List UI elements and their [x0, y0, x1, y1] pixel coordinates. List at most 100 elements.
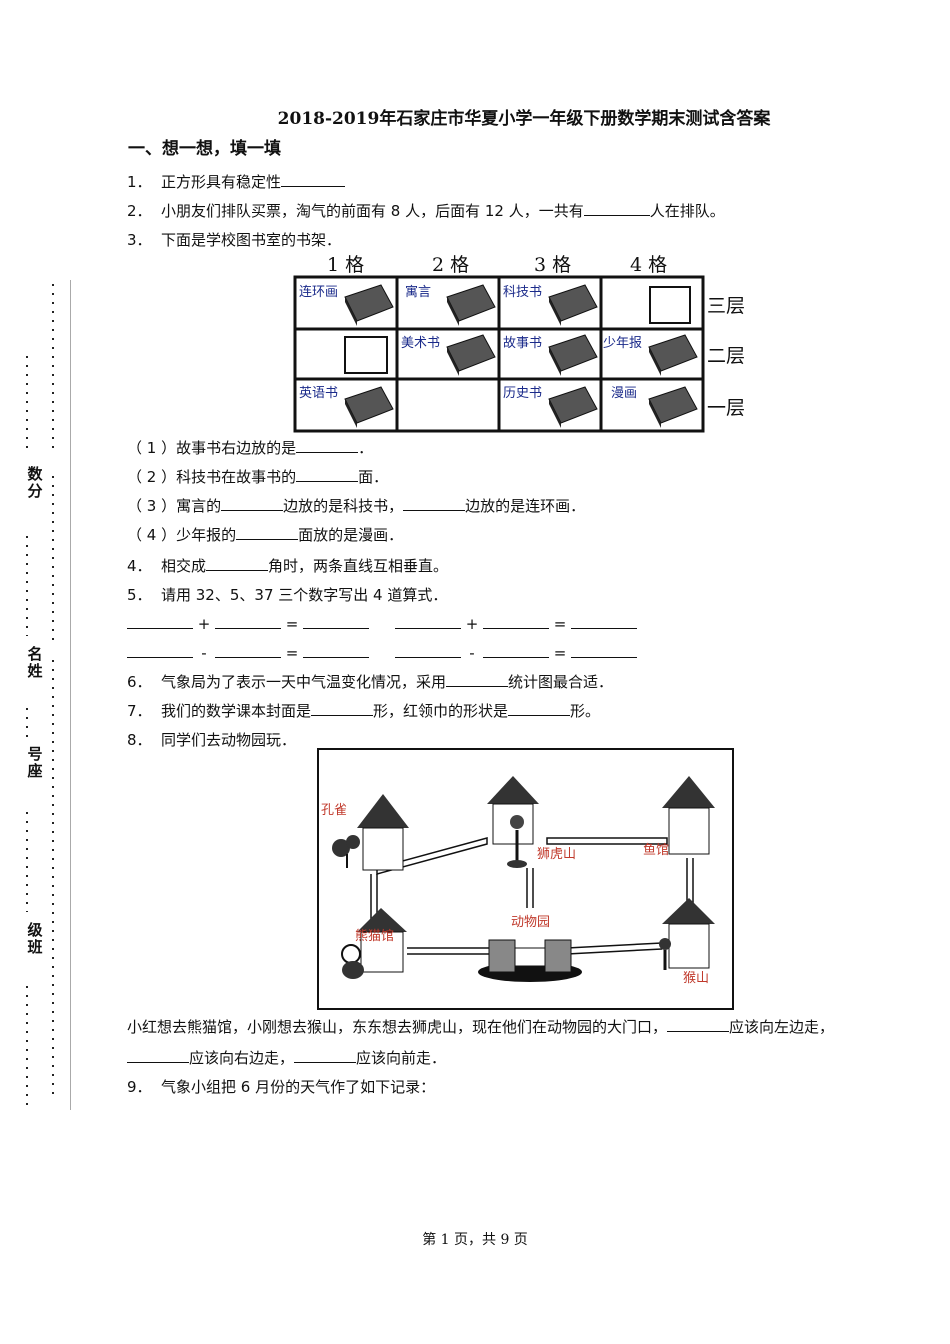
question-text: ．: [358, 439, 374, 457]
shelf-floor-1: 一层: [707, 397, 745, 419]
question-text: 相交成: [161, 557, 207, 575]
answer-blank[interactable]: [571, 614, 637, 629]
binding-field-score: 数分: [27, 465, 43, 500]
shelf-cell-label: 科技书: [503, 285, 542, 300]
zoo-label-lion-tiger: 狮虎山: [537, 847, 576, 862]
answer-blank[interactable]: [127, 643, 193, 658]
question-text: 应该向左边走，: [729, 1018, 835, 1036]
book-icon: [344, 386, 394, 428]
house-icon: [357, 794, 409, 871]
answer-blank[interactable]: [236, 525, 299, 540]
question-number: 2．: [127, 202, 152, 220]
zoo-gate-icon: [478, 939, 582, 982]
question-text: 同学们去动物园玩．: [161, 731, 297, 749]
shelf-column-2: 2 格: [432, 254, 469, 276]
answer-blank[interactable]: [395, 614, 461, 629]
book-icon: [548, 334, 598, 376]
question-number: 4．: [127, 557, 152, 575]
answer-blank[interactable]: [281, 172, 346, 187]
operator: =: [285, 644, 299, 662]
operator: =: [285, 615, 299, 633]
question-text: 面放的是漫画．: [298, 526, 404, 544]
question-text: （ 3 ）寓言的: [127, 497, 222, 515]
answer-blank[interactable]: [483, 643, 549, 658]
binding-field-name: 名姓: [27, 645, 43, 680]
zoo-map-figure: 孔雀 狮虎山 鱼馆 熊猫馆 动物园 猴山: [317, 748, 734, 1010]
answer-blank[interactable]: [303, 614, 369, 629]
answer-blank[interactable]: [127, 614, 193, 629]
equation-row-2: -=-=: [127, 643, 637, 663]
question-6: 6．气象局为了表示一天中气温变化情况，采用统计图最合适．: [127, 672, 613, 692]
book-icon: [648, 386, 698, 428]
empty-box-icon: [649, 286, 691, 324]
section-heading: 一、想一想，填一填: [128, 139, 281, 159]
question-3-sub-3: （ 3 ）寓言的边放的是科技书，边放的是连环画．: [127, 496, 585, 516]
book-icon: [548, 386, 598, 428]
answer-blank[interactable]: [571, 643, 637, 658]
shelf-cell-label: 美术书: [401, 336, 440, 351]
answer-blank[interactable]: [403, 496, 466, 511]
question-8: 8．同学们去动物园玩．: [127, 730, 296, 750]
shelf-cell-label: 寓言: [405, 284, 431, 300]
shelf-cell-label: 漫画: [611, 386, 637, 401]
question-text: 小红想去熊猫馆，小刚想去猴山，东东想去狮虎山，现在他们在动物园的大门口，: [127, 1018, 668, 1036]
operator: =: [553, 615, 567, 633]
answer-blank[interactable]: [206, 556, 269, 571]
shelf-cell-label: 少年报: [603, 336, 642, 351]
answer-blank[interactable]: [215, 614, 281, 629]
question-text: 角时，两条直线互相垂直。: [268, 557, 449, 575]
question-text: 应该向前走．: [356, 1049, 447, 1067]
question-number: 9．: [127, 1078, 152, 1096]
answer-blank[interactable]: [667, 1017, 730, 1032]
question-text: 应该向右边走，: [189, 1049, 295, 1067]
book-icon: [446, 334, 496, 376]
zoo-paths: [370, 837, 694, 955]
question-8-desc-line-2: 应该向右边走， 应该向前走．: [127, 1048, 446, 1068]
question-text: 气象局为了表示一天中气温变化情况，采用: [161, 673, 447, 691]
question-text: 人在排队。: [649, 202, 725, 220]
question-text: 边放的是科技书，: [283, 497, 404, 515]
question-text: 形，红领巾的形状是: [373, 702, 509, 720]
book-icon: [648, 334, 698, 376]
answer-blank[interactable]: [296, 467, 359, 482]
question-3-sub-4: （ 4 ）少年报的面放的是漫画．: [127, 525, 403, 545]
question-2: 2．小朋友们排队买票，淘气的前面有 8 人，后面有 12 人，一共有人在排队。: [127, 201, 725, 221]
question-number: 7．: [127, 702, 152, 720]
zoo-label-peacock: 孔雀: [321, 803, 347, 818]
empty-box-icon: [344, 336, 388, 374]
answer-blank[interactable]: [294, 1048, 357, 1063]
answer-blank[interactable]: [127, 1048, 189, 1063]
shelf-cell-label: 英语书: [299, 386, 338, 401]
question-text: （ 1 ）故事书右边放的是: [127, 439, 297, 457]
shelf-cell-label: 故事书: [503, 336, 542, 351]
question-number: 5．: [127, 586, 152, 604]
question-text: 面．: [358, 468, 389, 486]
answer-blank[interactable]: [215, 643, 281, 658]
zoo-label-monkey: 猴山: [683, 971, 709, 986]
answer-blank[interactable]: [303, 643, 369, 658]
monkey-icon: [659, 938, 671, 970]
answer-blank[interactable]: [221, 496, 284, 511]
question-7: 7．我们的数学课本封面是形，红领巾的形状是形。: [127, 701, 600, 721]
question-text: 请用 32、5、37 三个数字写出 4 道算式．: [161, 586, 448, 604]
answer-blank[interactable]: [583, 201, 650, 216]
answer-blank[interactable]: [395, 643, 461, 658]
question-number: 3．: [127, 231, 152, 249]
answer-blank[interactable]: [311, 701, 374, 716]
question-3: 3．下面是学校图书室的书架．: [127, 230, 341, 250]
operator: +: [197, 615, 211, 633]
question-9: 9．气象小组把 6 月份的天气作了如下记录：: [127, 1077, 435, 1097]
question-4: 4． 相交成 角时，两条直线互相垂直。: [127, 556, 448, 576]
answer-blank[interactable]: [508, 701, 571, 716]
question-number: 1．: [127, 173, 152, 191]
answer-blank[interactable]: [446, 672, 509, 687]
page-title: 2018-2019年石家庄市华夏小学一年级下册数学期末测试含答案: [277, 109, 771, 129]
question-3-sub-1: （ 1 ）故事书右边放的是 ．: [127, 438, 373, 458]
answer-blank[interactable]: [296, 438, 359, 453]
question-text: 形。: [570, 702, 601, 720]
shelf-column-4: 4 格: [630, 254, 667, 276]
question-text: 统计图最合适．: [508, 673, 614, 691]
page-footer: 第 1 页，共 9 页: [422, 1232, 528, 1248]
shelf-floor-3: 三层: [707, 295, 745, 317]
answer-blank[interactable]: [483, 614, 549, 629]
